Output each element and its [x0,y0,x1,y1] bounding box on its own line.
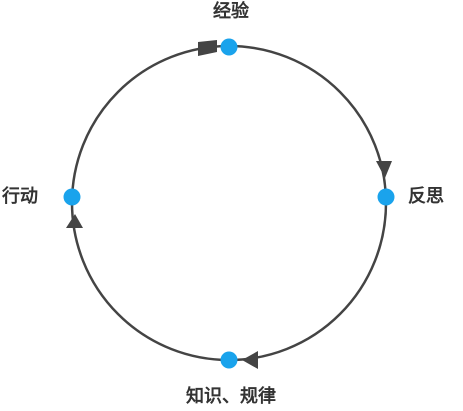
node-left [63,188,81,206]
label-experience: 经验 [213,1,249,22]
node-bottom [220,351,238,369]
node-top [220,38,238,56]
label-knowledge: 知识、规律 [186,386,276,407]
arrow-left [66,214,83,228]
arrow-bottom [242,351,258,369]
label-action: 行动 [2,186,38,207]
node-right [377,188,395,206]
cycle-ring [70,44,388,362]
arrow-top [198,40,217,56]
label-reflection: 反思 [408,186,444,207]
arrow-right [376,161,392,178]
